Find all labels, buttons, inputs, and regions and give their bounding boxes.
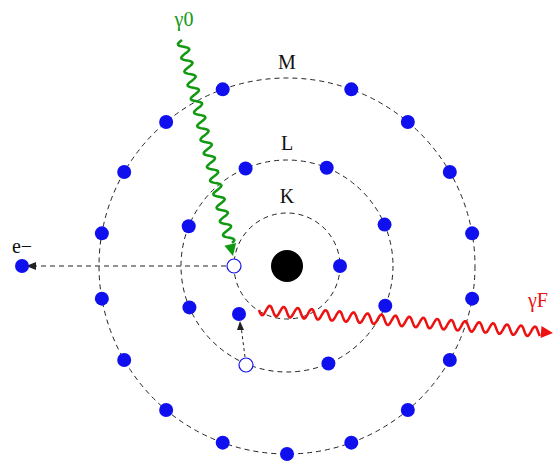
electron — [159, 115, 173, 129]
nucleus — [271, 250, 303, 282]
m-shell — [99, 78, 475, 454]
electron — [333, 259, 347, 273]
ejection-path — [34, 266, 226, 267]
electron — [182, 219, 196, 233]
electron-hole — [239, 358, 253, 372]
incident-photon-head — [224, 243, 236, 256]
electron — [216, 82, 230, 96]
photon-label: γ0 — [175, 9, 194, 29]
electron — [321, 357, 335, 371]
electron — [378, 299, 392, 313]
electron — [401, 403, 415, 417]
transition-arrowhead — [237, 321, 244, 330]
electron — [401, 115, 415, 129]
fluorescence-photon — [259, 306, 540, 336]
electron — [216, 436, 230, 450]
electron — [95, 226, 109, 240]
electron-label: e− — [12, 236, 32, 256]
electron — [232, 307, 246, 321]
electron — [465, 226, 479, 240]
electron — [117, 353, 131, 367]
electron — [239, 161, 253, 175]
shell-label: M — [278, 52, 296, 72]
electron — [320, 161, 334, 175]
electron — [182, 300, 196, 314]
electron — [465, 292, 479, 306]
electron — [443, 353, 457, 367]
k-shell — [234, 213, 340, 319]
electron — [344, 436, 358, 450]
electron-hole — [227, 259, 241, 273]
electron — [95, 292, 109, 306]
electron — [344, 82, 358, 96]
transition-path — [241, 326, 245, 357]
photon-label: γF — [528, 290, 548, 310]
electron — [280, 447, 294, 461]
electron — [159, 403, 173, 417]
electron — [117, 165, 131, 179]
ejected-electron — [15, 259, 29, 273]
incident-photon — [178, 40, 234, 243]
fluorescence-photon-head — [541, 326, 553, 338]
electron — [378, 218, 392, 232]
electron — [443, 165, 457, 179]
shell-label: K — [280, 186, 294, 206]
shell-label: L — [281, 133, 293, 153]
